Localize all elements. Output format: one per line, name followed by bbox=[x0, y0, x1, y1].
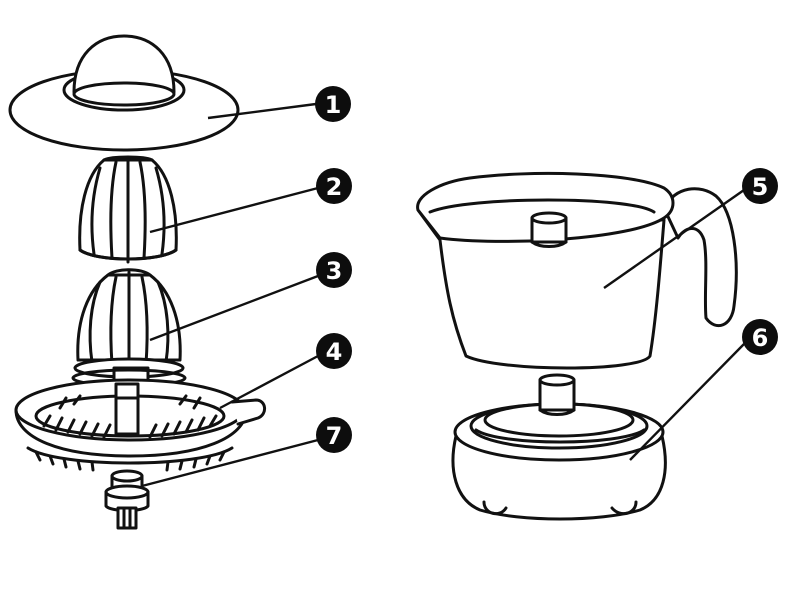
callout-3: 3 bbox=[316, 252, 352, 288]
part-1-lid bbox=[8, 34, 240, 152]
svg-text:1: 1 bbox=[325, 91, 342, 119]
svg-text:7: 7 bbox=[326, 422, 343, 450]
svg-text:5: 5 bbox=[752, 173, 769, 201]
callout-6: 6 bbox=[742, 319, 778, 355]
part-3-large-cone bbox=[71, 268, 187, 388]
svg-text:6: 6 bbox=[752, 324, 769, 352]
leader-7 bbox=[141, 438, 319, 488]
leader-6 bbox=[629, 343, 745, 461]
part-7-drive-shaft bbox=[104, 469, 150, 530]
callout-2: 2 bbox=[316, 168, 352, 204]
callout-5: 5 bbox=[742, 168, 778, 204]
callout-1: 1 bbox=[315, 86, 351, 122]
svg-text:4: 4 bbox=[326, 338, 343, 366]
leader-5 bbox=[603, 189, 745, 289]
part-2-small-cone bbox=[78, 155, 178, 264]
callout-4: 4 bbox=[316, 333, 352, 369]
leader-4 bbox=[219, 354, 319, 410]
svg-text:2: 2 bbox=[326, 173, 343, 201]
leader-3 bbox=[149, 274, 319, 342]
part-5-jug bbox=[416, 171, 738, 370]
leader-1 bbox=[207, 102, 317, 120]
part-4-juice-tray bbox=[14, 378, 266, 472]
leader-2 bbox=[149, 186, 319, 234]
part-6-motor-base bbox=[451, 373, 667, 521]
callout-7: 7 bbox=[316, 417, 352, 453]
svg-text:3: 3 bbox=[326, 257, 343, 285]
